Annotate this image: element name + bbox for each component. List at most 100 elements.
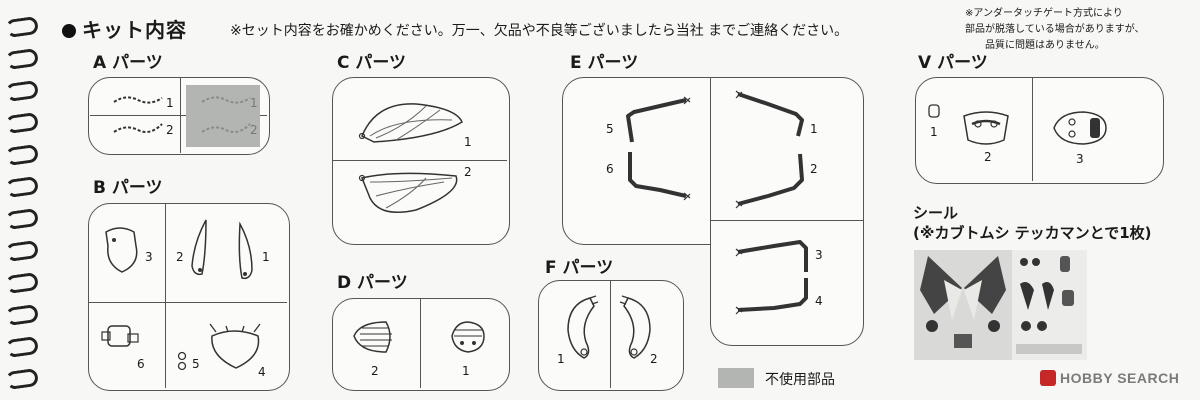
antenna-part [200, 92, 252, 108]
head-part [100, 226, 142, 276]
sticker-sheet-side [1012, 250, 1087, 360]
runner-d-frame [332, 298, 510, 391]
unused-part-block [186, 85, 260, 147]
runner-f-frame [538, 280, 684, 391]
title-text: キット内容 [82, 18, 187, 42]
part-number: 6 [606, 162, 614, 176]
part-number: 3 [815, 248, 823, 262]
gate-note: ※アンダータッチゲート方式により 部品が脱落している場合がありますが、 品質に問… [965, 6, 1145, 54]
binding-ring [4, 175, 40, 199]
horn-part [232, 221, 256, 284]
binding-ring [4, 271, 40, 295]
leg-part [734, 276, 810, 316]
sticker-title: シール [913, 204, 959, 222]
check-contents-notice: ※セット内容をお確かめください。万一、欠品や不良等ございましたら当社 までご連絡… [230, 23, 849, 39]
peg-part [927, 103, 941, 119]
part-number: 2 [371, 364, 379, 378]
leg-part [734, 90, 810, 142]
gate-note-line: 品質に問題はありません。 [985, 40, 1105, 51]
runner-divider [1032, 78, 1033, 181]
binding-ring [4, 207, 40, 231]
runner-divider [710, 78, 711, 221]
antenna-part [112, 92, 164, 108]
gate-note-line: 部品が脱落している場合がありますが、 [965, 24, 1145, 35]
part-number: 4 [258, 365, 266, 379]
binding-ring [4, 143, 40, 167]
binding-ring [4, 239, 40, 263]
binding-ring [4, 367, 40, 391]
runner-divider [610, 281, 611, 388]
runner-divider [333, 160, 507, 161]
binding-ring [4, 111, 40, 135]
part-number: 6 [137, 357, 145, 371]
section-d-label: D パーツ [337, 273, 408, 293]
section-b-label: B パーツ [93, 178, 163, 198]
mandible-part [619, 294, 656, 364]
leg-part [734, 152, 810, 212]
part-number: 2 [166, 123, 174, 137]
binding-ring [4, 303, 40, 327]
horn-part [188, 218, 212, 280]
antenna-part [112, 120, 164, 136]
section-v-label: V パーツ [918, 53, 988, 73]
watermark-logo-icon [1040, 370, 1056, 386]
watermark-text: HOBBY SEARCH [1060, 370, 1180, 386]
unused-part-swatch [718, 368, 754, 388]
unused-part-legend: 不使用部品 [765, 372, 835, 388]
part-number: 2 [810, 162, 818, 176]
runner-e-lower-frame [710, 220, 864, 346]
part-number: 1 [166, 96, 174, 110]
part-number: 1 [810, 122, 818, 136]
section-f-label: F パーツ [545, 258, 614, 278]
section-e-label: E パーツ [570, 53, 639, 73]
part-number: 1 [250, 96, 258, 110]
part-number: 2 [176, 250, 184, 264]
part-number: 5 [192, 357, 200, 371]
binding-ring [4, 335, 40, 359]
part-number: 2 [250, 123, 258, 137]
binding-ring [4, 47, 40, 71]
spiral-binding [0, 0, 40, 400]
runner-v-frame [915, 77, 1164, 184]
part-number: 3 [145, 250, 153, 264]
section-c-label: C パーツ [337, 53, 407, 73]
joint-part [100, 322, 142, 354]
part-number: 1 [462, 364, 470, 378]
section-a-label: A パーツ [93, 53, 163, 73]
sticker-heading: シール (※カブトムシ テッカマンとで1枚) [913, 203, 1152, 243]
part-number: 1 [557, 352, 565, 366]
bullet-icon [62, 24, 76, 38]
binding-ring [4, 15, 40, 39]
wing-part [356, 168, 466, 220]
part-number: 1 [262, 250, 270, 264]
runner-divider [90, 115, 267, 116]
runner-divider [89, 302, 287, 303]
runner-divider [420, 299, 421, 388]
part-number: 1 [464, 135, 472, 149]
mandible-part [562, 294, 599, 364]
binding-ring [4, 79, 40, 103]
sticker-subtitle: (※カブトムシ テッカマンとで1枚) [913, 224, 1152, 242]
face-part [960, 110, 1012, 148]
part-number: 3 [1076, 152, 1084, 166]
runner-b-frame [88, 203, 290, 391]
part-number: 2 [464, 165, 472, 179]
back-part [1050, 108, 1110, 148]
runner-divider [165, 204, 166, 388]
abdomen-part [448, 318, 488, 356]
gate-note-line: ※アンダータッチゲート方式により [965, 8, 1123, 19]
part-number: 4 [815, 294, 823, 308]
leg-part [734, 238, 810, 276]
hobby-search-watermark: HOBBY SEARCH [1040, 370, 1179, 386]
antenna-part [200, 120, 252, 136]
part-number: 1 [930, 125, 938, 139]
leg-part [620, 96, 692, 146]
leg-part [620, 150, 692, 210]
part-number: 2 [650, 352, 658, 366]
peg-part [177, 351, 187, 372]
wing-part [356, 98, 466, 146]
thorax-part [206, 322, 264, 372]
kit-contents-title: キット内容 [62, 14, 187, 43]
abdomen-part [350, 318, 396, 356]
